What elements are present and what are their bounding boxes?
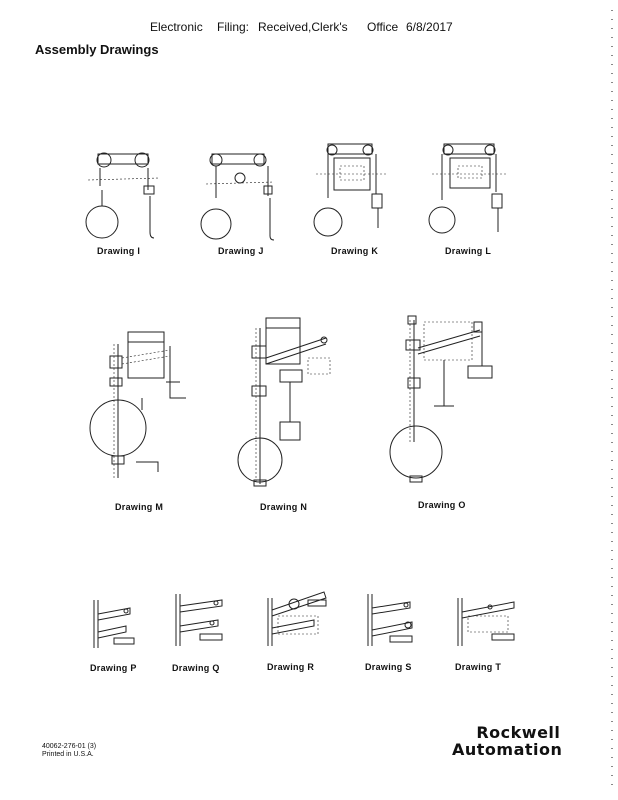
page-title: Assembly Drawings (35, 42, 159, 57)
drawing-n-figure (236, 314, 341, 494)
drawing-q-caption: Drawing Q (172, 663, 220, 673)
drawing-r-caption: Drawing R (267, 662, 315, 672)
logo-line-1: Rockwell (476, 723, 561, 742)
drawing-s-caption: Drawing S (365, 662, 412, 672)
logo-line-2: Automation (452, 740, 563, 759)
drawing-i-figure (78, 142, 168, 242)
header-office: Office (367, 20, 399, 34)
drawing-i-caption: Drawing I (97, 246, 141, 256)
drawing-o-caption: Drawing O (418, 500, 466, 510)
drawing-p-caption: Drawing P (90, 663, 137, 673)
drawing-t-caption: Drawing T (455, 662, 502, 672)
rockwell-automation-logo: Rockwell Automation (452, 724, 562, 758)
drawing-l-caption: Drawing L (445, 246, 492, 256)
drawing-j-caption: Drawing J (218, 246, 264, 256)
drawing-r-figure (258, 584, 333, 650)
drawing-k-figure (310, 142, 390, 242)
drawing-j-figure (198, 148, 278, 243)
drawing-k-caption: Drawing K (331, 246, 379, 256)
page-edge-dotted-line (611, 10, 613, 790)
printed-in: Printed in U.S.A. (42, 751, 94, 758)
drawing-m-figure (88, 328, 193, 493)
header-filing: Filing: (217, 20, 250, 34)
drawing-q-figure (168, 588, 228, 650)
header-received: Received,Clerk's (258, 20, 348, 34)
drawing-s-figure (360, 588, 420, 650)
document-code: 40062-276-01 (3) Printed in U.S.A. (42, 743, 96, 759)
drawing-o-figure (388, 312, 498, 492)
drawing-l-figure (426, 142, 511, 242)
drawing-p-figure (86, 592, 141, 652)
header-date: 6/8/2017 (406, 20, 453, 34)
drawing-m-caption: Drawing M (115, 502, 164, 512)
header-electronic: Electronic (150, 20, 203, 34)
drawing-n-caption: Drawing N (260, 502, 308, 512)
drawing-t-figure (450, 590, 520, 650)
document-number: 40062-276-01 (3) (42, 743, 97, 750)
